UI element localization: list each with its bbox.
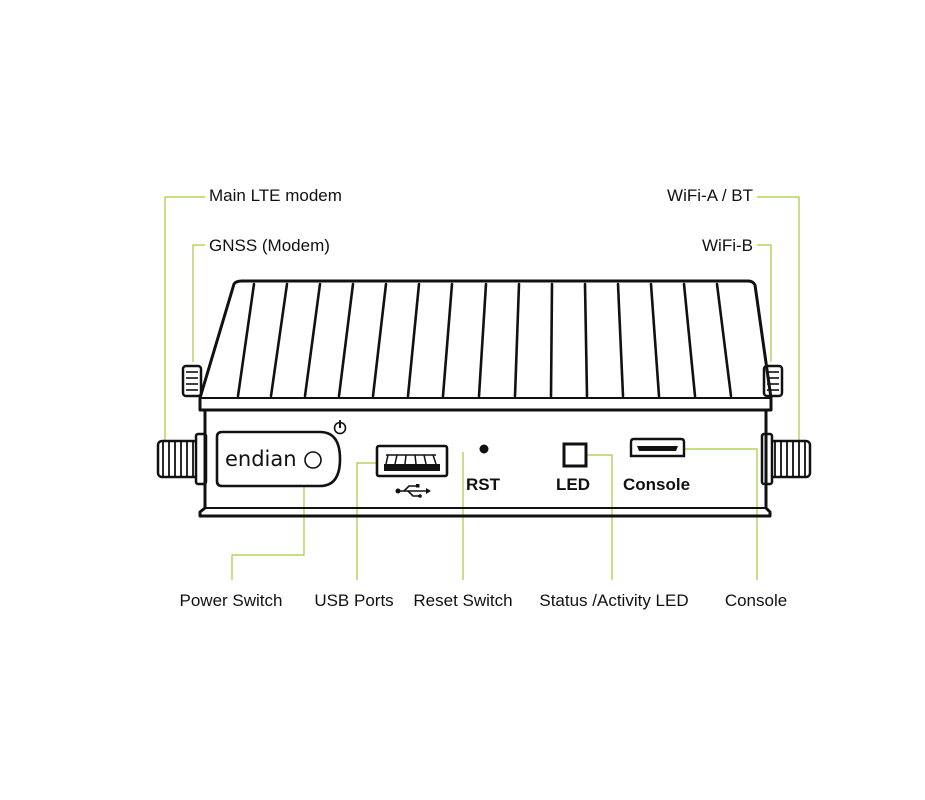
leader-main-lte [164, 196, 205, 440]
leader-led [580, 454, 613, 580]
callout-console: Console [725, 591, 787, 610]
power-button-indicator [304, 451, 322, 469]
console-port-label: Console [623, 475, 690, 494]
callout-reset-switch: Reset Switch [413, 591, 512, 610]
led-label: LED [556, 475, 590, 494]
status-led [562, 442, 588, 468]
callout-wifi-a-bt: WiFi-A / BT [667, 186, 753, 205]
heatsink-fins [236, 282, 733, 398]
connector-wifi-a [760, 432, 812, 486]
leader-lines [164, 196, 800, 580]
reset-button[interactable] [479, 444, 489, 454]
callout-status-activity-led: Status /Activity LED [539, 591, 688, 610]
heatsink-top [198, 279, 773, 412]
connector-main-lte [156, 432, 208, 486]
leader-wifi-a [757, 196, 800, 440]
usb-port[interactable] [375, 444, 449, 478]
callout-labels: Main LTE modem GNSS (Modem) WiFi-A / BT … [180, 186, 788, 610]
usb-icon [395, 484, 431, 498]
leader-gnss [192, 244, 205, 362]
reset-label: RST [466, 475, 501, 494]
leader-power [231, 450, 305, 580]
console-port[interactable] [629, 437, 686, 458]
power-icon [333, 419, 347, 435]
callout-power-switch: Power Switch [180, 591, 283, 610]
leader-console [681, 448, 758, 580]
callout-usb-ports: USB Ports [314, 591, 393, 610]
leader-wifi-b [757, 244, 772, 362]
callout-main-lte-modem: Main LTE modem [209, 186, 342, 205]
callout-wifi-b: WiFi-B [702, 236, 753, 255]
connector-gnss [181, 364, 203, 398]
callout-gnss-modem: GNSS (Modem) [209, 236, 330, 255]
device-body: endian [156, 279, 812, 518]
power-button[interactable]: endian [215, 430, 342, 488]
front-panel [198, 408, 772, 518]
brand-logo: endian [225, 447, 297, 471]
leader-usb [356, 462, 398, 580]
